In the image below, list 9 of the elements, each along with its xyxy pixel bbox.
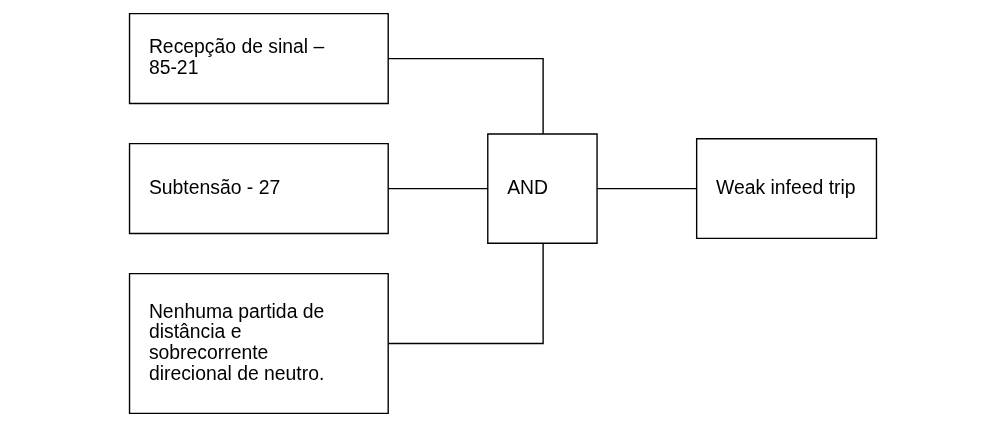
node-box: Subtensão - 27	[128, 142, 389, 235]
connector	[387, 187, 489, 190]
connector	[387, 57, 544, 135]
node-box: AND	[487, 133, 598, 244]
node-box: Nenhuma partida de distância e sobrecorrente direcional de neutro.	[128, 273, 389, 415]
connector	[596, 187, 698, 190]
connector	[387, 242, 544, 345]
node-box: Weak infeed trip	[695, 138, 878, 240]
node-box: Recepção de sinal – 85-21	[128, 12, 389, 105]
